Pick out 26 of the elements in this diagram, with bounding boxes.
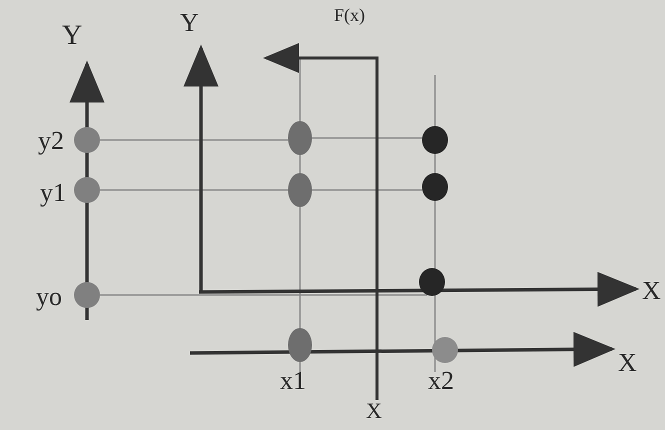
projection-line <box>100 294 428 296</box>
data-point <box>432 337 458 363</box>
axis-label: F(x) <box>334 6 365 24</box>
projection-line <box>312 137 422 139</box>
data-point <box>288 121 312 155</box>
axis-label: y1 <box>40 180 66 206</box>
axis-label: Y <box>180 10 199 36</box>
axis-label: x2 <box>428 368 454 394</box>
data-point <box>422 173 448 201</box>
data-point <box>74 282 100 308</box>
projection-line <box>312 189 422 191</box>
axis-label: y2 <box>38 128 64 154</box>
axis-label: X <box>366 400 382 422</box>
data-point <box>419 268 445 296</box>
data-point <box>288 173 312 207</box>
data-point <box>422 126 448 154</box>
axis-label: Y <box>62 22 82 50</box>
projection-line <box>100 139 288 141</box>
data-point <box>288 328 312 362</box>
data-point <box>74 127 100 153</box>
projection-line <box>100 189 288 191</box>
axis-label: X <box>642 278 661 304</box>
axis-label: yo <box>36 284 62 310</box>
axis-label: x1 <box>280 368 306 394</box>
data-point <box>74 177 100 203</box>
axis-label: X <box>618 350 637 376</box>
